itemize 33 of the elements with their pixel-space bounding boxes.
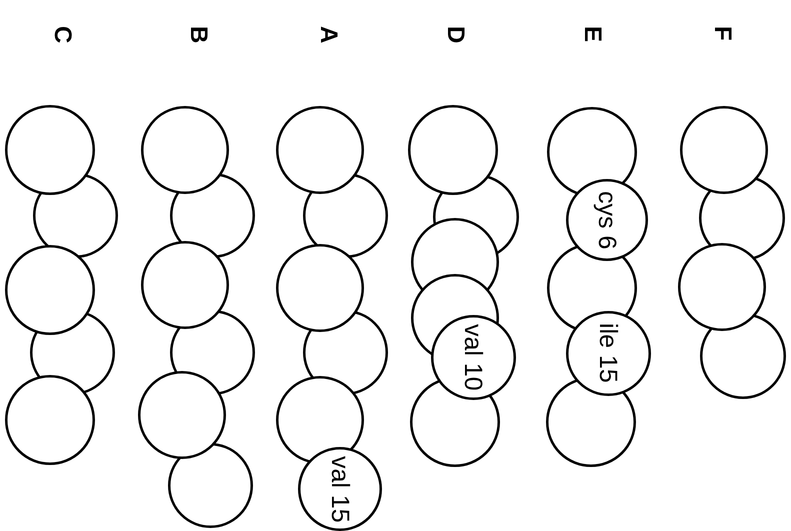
empty-circle [408,105,498,195]
empty-circle [699,175,785,261]
residue-label: val 15 [328,456,352,522]
chain-letter: E [580,26,604,42]
chain-letter: F [710,26,734,41]
empty-circle [170,172,254,258]
empty-circle [276,106,364,194]
empty-circle [276,244,364,332]
empty-circle [700,313,786,399]
chain-letter: C [50,26,74,44]
residue-circle [430,314,516,400]
empty-circle [678,243,766,331]
empty-circle [168,442,252,528]
empty-circle [302,310,388,394]
empty-circle [32,172,118,258]
empty-circle [138,371,226,459]
empty-circle [141,241,229,329]
empty-circle [680,106,768,194]
chain-letter: D [443,26,467,44]
empty-circle [141,106,229,194]
chain-letter: A [316,26,340,44]
empty-circle [5,245,95,335]
chain-letter: B [186,26,210,44]
empty-circle [5,105,95,195]
empty-circle [302,172,388,258]
empty-circle [5,375,95,465]
residue-label: cys 6 [595,190,619,250]
residue-circle [566,310,650,396]
residue-circle [566,179,648,261]
empty-circle [170,310,254,394]
residue-label: val 10 [461,324,485,390]
residue-circle [298,447,382,531]
residue-label: ile 15 [596,323,620,383]
